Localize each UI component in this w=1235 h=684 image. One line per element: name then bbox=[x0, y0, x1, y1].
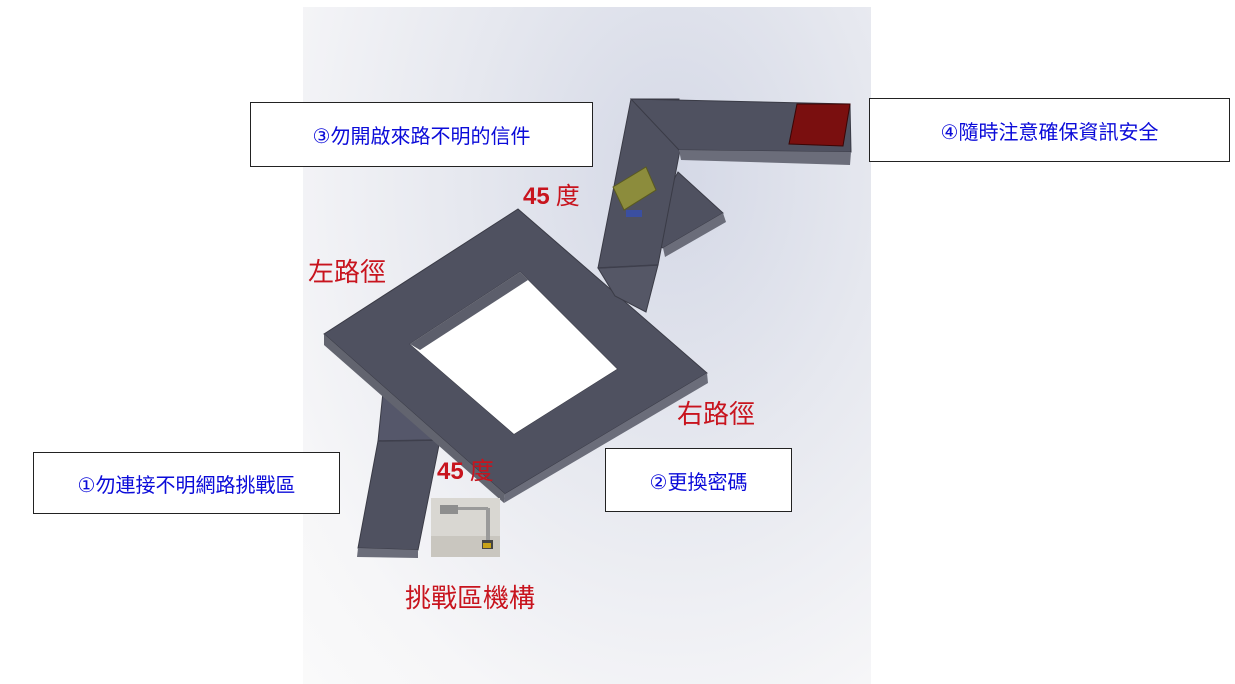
mechanism-thumbnail bbox=[431, 498, 500, 557]
mechanism-label: 挑戰區機構 bbox=[405, 584, 536, 614]
callout-4: ④隨時注意確保資訊安全 bbox=[869, 98, 1230, 162]
right-path-label: 右路徑 bbox=[677, 400, 756, 430]
left-path-label: 左路徑 bbox=[308, 258, 387, 288]
callout-2: ②更換密碼 bbox=[605, 448, 792, 512]
goal-block bbox=[788, 103, 851, 147]
callout-1: ①勿連接不明網路挑戰區 bbox=[33, 452, 340, 514]
angle-bottom-value: 45 bbox=[437, 458, 464, 485]
angle-bottom-unit: 度 bbox=[469, 457, 494, 485]
sensor-chip bbox=[626, 210, 642, 217]
square-loop bbox=[323, 208, 708, 503]
callout-3: ③勿開啟來路不明的信件 bbox=[250, 102, 593, 167]
angle-top-unit: 度 bbox=[555, 182, 580, 210]
angle-top-value: 45 bbox=[523, 183, 550, 210]
sensor-plate bbox=[612, 166, 657, 211]
